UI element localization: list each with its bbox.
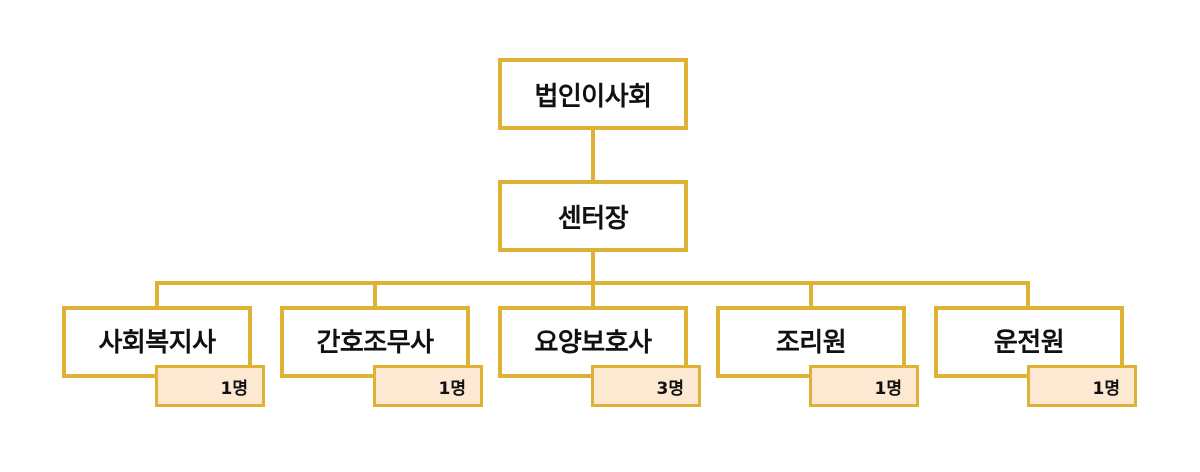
headcount-badge: 1명: [155, 365, 265, 407]
node-label: 운전원: [993, 327, 1065, 358]
node-label: 간호조무사: [316, 327, 434, 358]
node-label: 센터장: [557, 203, 629, 234]
headcount-value: 1명: [874, 378, 902, 399]
connector-staff-2: [373, 281, 377, 308]
headcount-badge: 1명: [1027, 365, 1137, 407]
node-label: 조리원: [775, 327, 847, 358]
headcount-badge: 1명: [373, 365, 483, 407]
node-board-of-directors: 법인이사회: [498, 58, 688, 130]
connector-staff-5: [1026, 281, 1030, 308]
headcount-badge: 3명: [591, 365, 701, 407]
headcount-value: 1명: [1092, 378, 1120, 399]
headcount-value: 3명: [656, 378, 684, 399]
headcount-value: 1명: [438, 378, 466, 399]
node-nursing-assistant: 간호조무사: [280, 306, 470, 378]
node-label: 사회복지사: [98, 327, 216, 358]
connector-director-bus: [591, 248, 595, 284]
headcount-value: 1명: [220, 378, 248, 399]
connector-root-director: [591, 126, 595, 182]
connector-staff-4: [809, 281, 813, 308]
connector-staff-1: [155, 281, 159, 308]
headcount-badge: 1명: [809, 365, 919, 407]
connector-staff-3: [591, 281, 595, 308]
node-label: 요양보호사: [534, 327, 652, 358]
node-label: 법인이사회: [534, 81, 652, 112]
node-center-director: 센터장: [498, 180, 688, 252]
